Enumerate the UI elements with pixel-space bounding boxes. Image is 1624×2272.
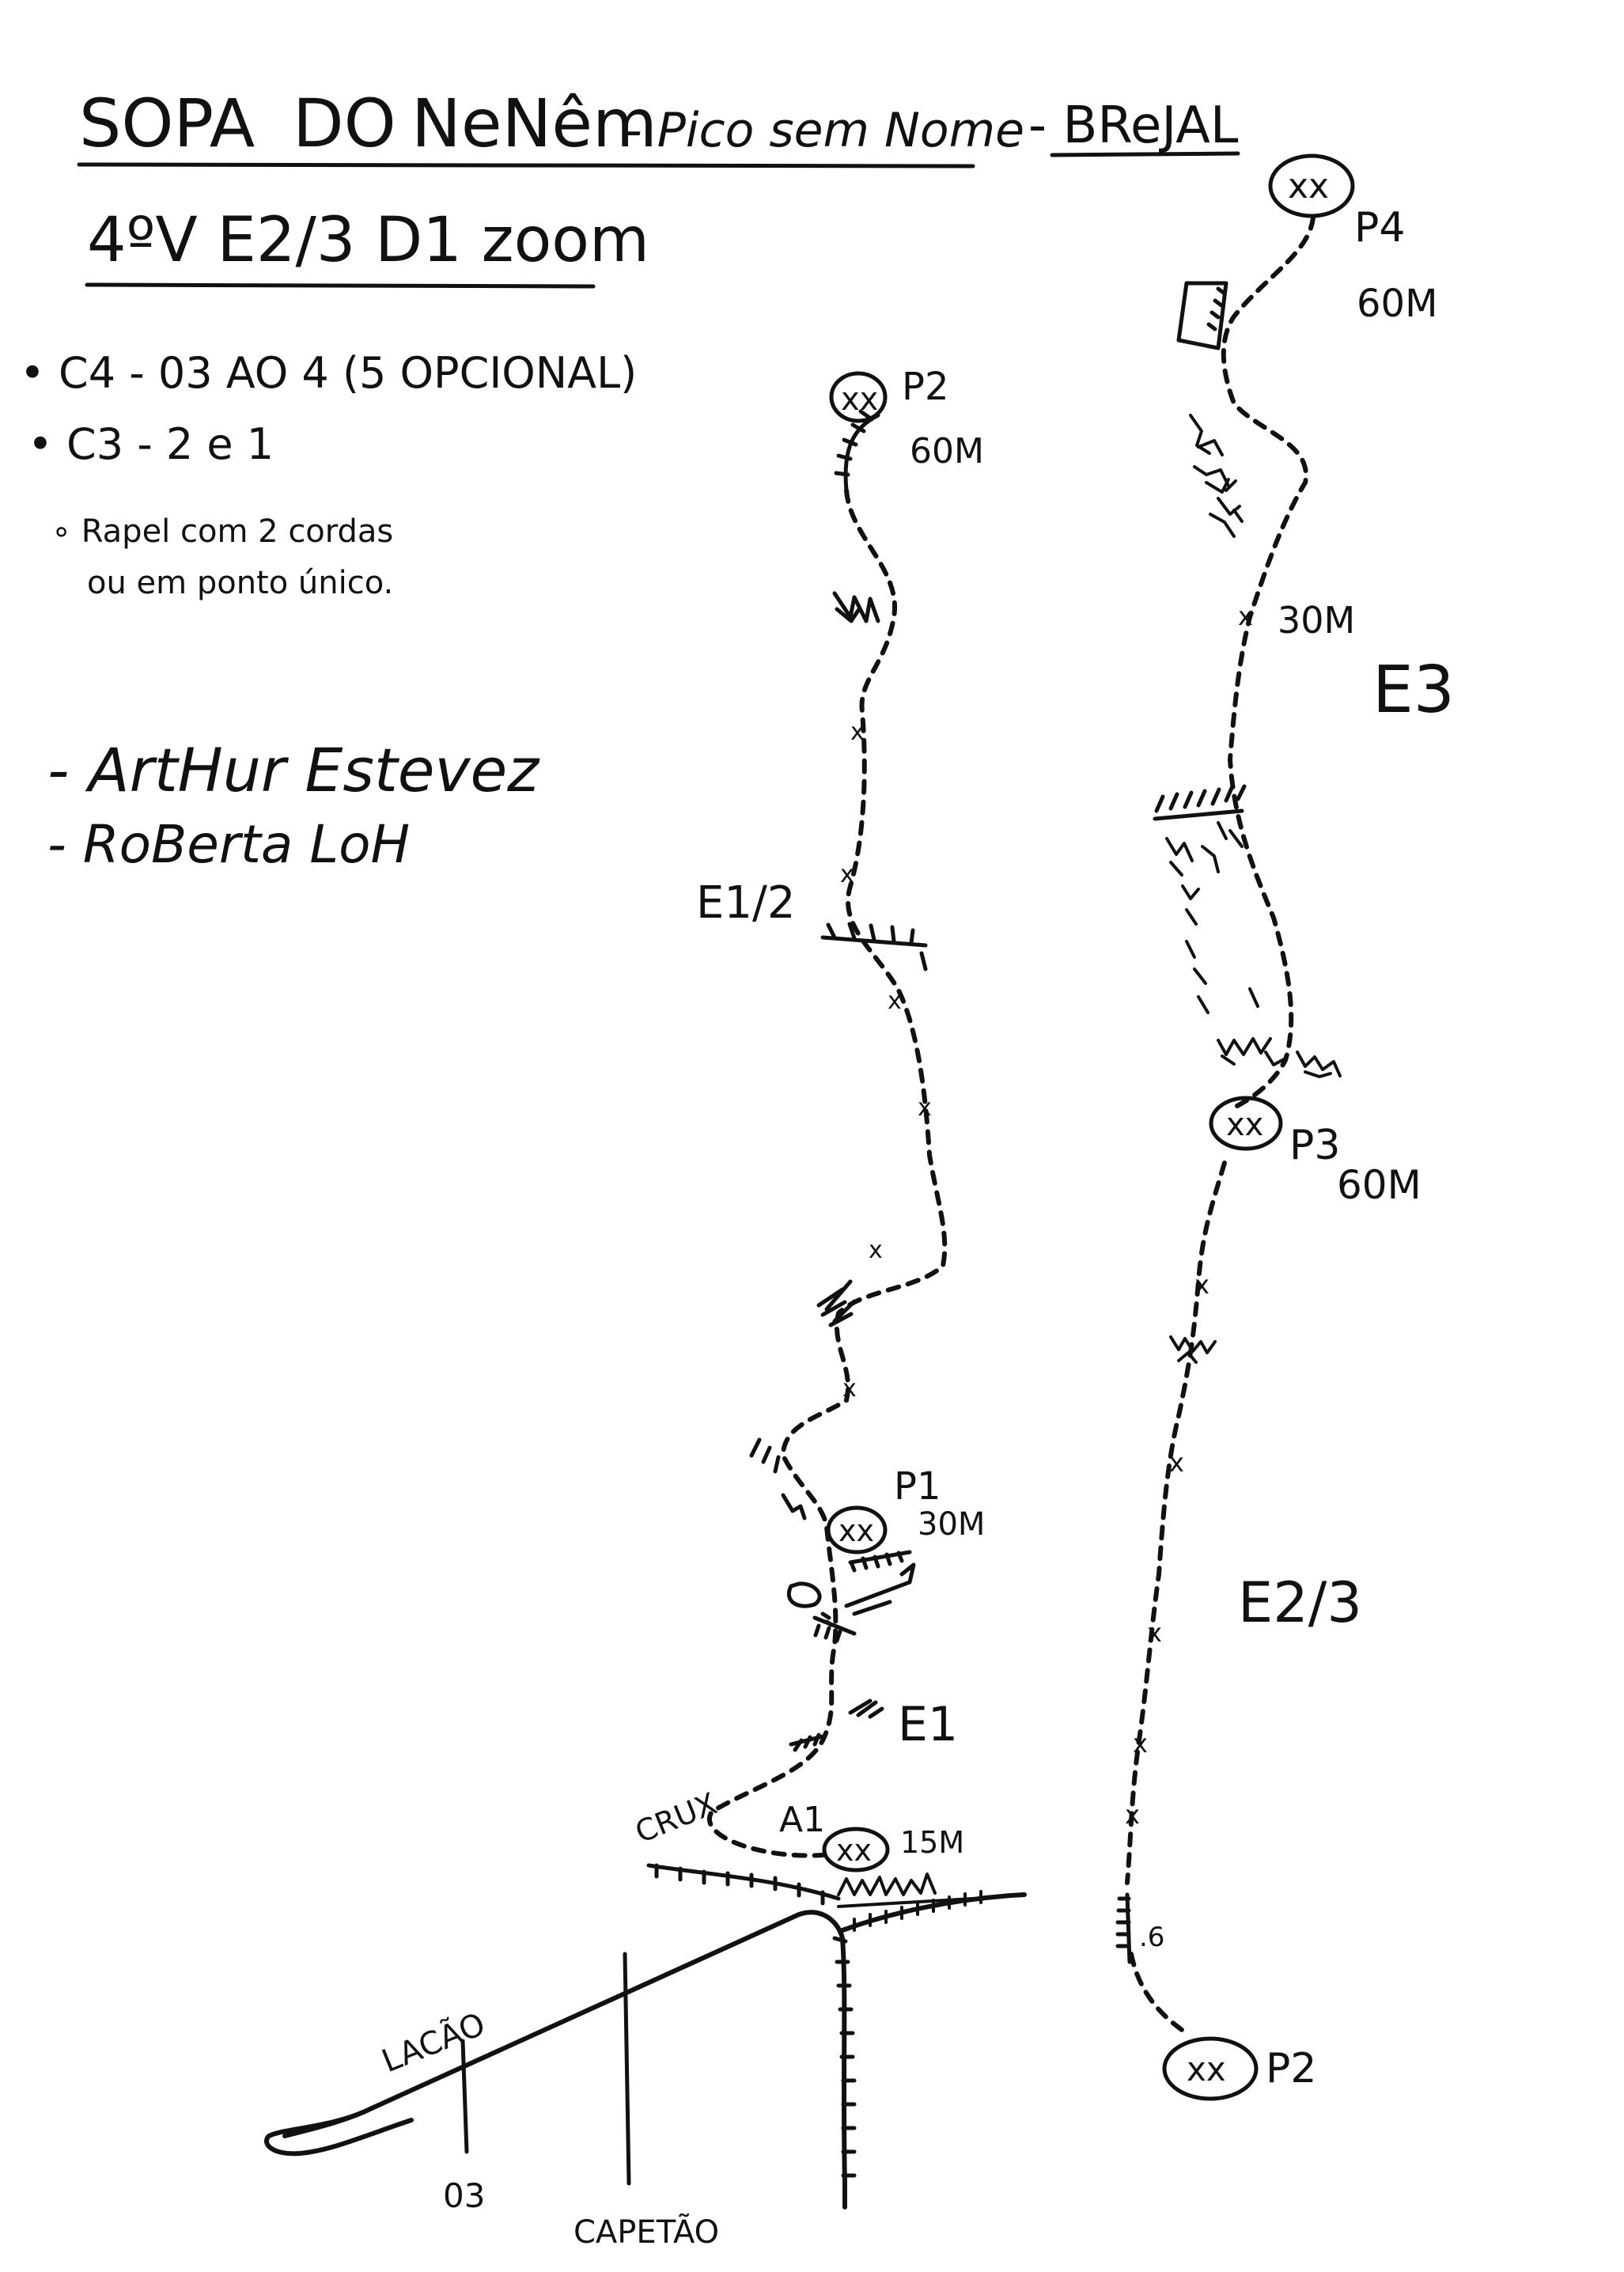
anchor-p2-right-bolts: xx xyxy=(1187,2050,1226,2088)
hold-blob xyxy=(786,1581,822,1608)
trail-capetao xyxy=(623,1952,631,2186)
anchor-p2-right xyxy=(1162,2036,1259,2101)
gear-notes: • C4 - 03 AO 4 (5 OPCIONAL) • C3 - 2 e 1… xyxy=(20,348,637,601)
grade-line: 4ºV E2/3 D1 zoom xyxy=(87,205,649,276)
bolt-right-5: x xyxy=(1133,1729,1148,1759)
title-pico-sem-nome: - Pico sem Nome xyxy=(625,103,1024,158)
trail-03 xyxy=(460,2039,469,2154)
marker-03: 03 xyxy=(443,2176,485,2215)
mid-length: 30M xyxy=(1278,599,1355,642)
vegetation-right-4 xyxy=(1169,1335,1217,1364)
start-length: 15M xyxy=(900,1825,964,1860)
roof-hatch-p1 xyxy=(812,1615,857,1643)
pitch4-length: 60M xyxy=(1357,282,1438,326)
hatch-e1 xyxy=(848,1698,884,1719)
roof-hatch-e3 xyxy=(1153,784,1247,821)
pitch4-label: P4 xyxy=(1354,204,1405,252)
right-route: xx P4 60M x x x x x x 30M E3 xx P3 60M E… xyxy=(1115,153,1455,2101)
pitch1-length: 30M xyxy=(918,1506,985,1543)
grade-e23: E2/3 xyxy=(1238,1570,1362,1635)
terrain-left-tip xyxy=(264,2106,414,2157)
grade-e3: E3 xyxy=(1372,653,1455,728)
lower-hatch-right xyxy=(1115,1892,1132,1964)
marker-capetao: CAPETÃO xyxy=(574,2213,719,2251)
header: SOPA DO NeNêm - Pico sem Nome - BReJAL 4… xyxy=(77,85,1240,289)
ridge-hatch xyxy=(853,1890,982,1932)
title-nenem: NeNêm xyxy=(411,85,657,162)
bolt-right-6: x xyxy=(1125,1800,1140,1830)
base-ledge-hatch xyxy=(646,1863,841,1906)
small-mark: .6 xyxy=(1139,1922,1164,1953)
anchor-p3-bolts: xx xyxy=(1226,1107,1263,1143)
title-sopa: SOPA xyxy=(79,85,255,162)
anchor-start-bolts: xx xyxy=(836,1833,872,1868)
start-label: A1 xyxy=(779,1800,825,1840)
pitch3-label: P3 xyxy=(1289,1122,1340,1169)
anchor-p3 xyxy=(1209,1096,1283,1151)
bolt-right-3: x xyxy=(1169,1448,1184,1478)
bolt-right-1: x xyxy=(1238,601,1253,631)
note-rapel-cont: ou em ponto único. xyxy=(87,565,393,601)
cliff-hatch xyxy=(832,1936,857,2178)
vegetation-right-1 xyxy=(1189,414,1244,538)
pitch2-length: 60M xyxy=(910,431,984,471)
author-2: - RoBerta LoH xyxy=(47,814,410,875)
author-1: - ArtHur Estevez xyxy=(47,735,540,805)
title-brejal: - BReJAL xyxy=(1028,97,1239,155)
grade-e12: E1/2 xyxy=(696,877,796,929)
grade-e1: E1 xyxy=(898,1697,958,1752)
bolt-left-2: x xyxy=(840,861,854,888)
terrain-outline xyxy=(282,1910,847,2210)
note-rapel: ∘ Rapel com 2 cordas xyxy=(51,513,393,550)
anchor-start xyxy=(822,1827,890,1873)
crux-label: CRUX xyxy=(630,1786,722,1850)
hatch-e1-low xyxy=(789,1732,825,1752)
anchor-p2-left xyxy=(829,371,888,423)
left-route: xx P2 60M x x x x x x E1/2 xx P1 30M E1 … xyxy=(630,365,985,1908)
pitch2-label: P2 xyxy=(902,365,948,409)
base-label: P2 xyxy=(1266,2045,1316,2092)
bolt-right-4: x xyxy=(1147,1618,1162,1648)
dihedral-hatch-p2 xyxy=(834,409,880,493)
trail-label-lacao: LACÃO xyxy=(377,2005,490,2080)
hatch-left-low xyxy=(749,1437,807,1520)
pitch3-length: 60M xyxy=(1337,1162,1421,1208)
vegetation-right-3 xyxy=(1217,1037,1342,1078)
authors: - ArtHur Estevez - RoBerta LoH xyxy=(47,735,540,875)
block-p1 xyxy=(820,1562,916,1627)
title-do: DO xyxy=(293,85,396,162)
approach-sketch: LACÃO 03 CAPETÃO xyxy=(264,1890,1027,2251)
bolt-right-2: x xyxy=(1194,1270,1209,1300)
vegetation-left-1 xyxy=(832,591,880,623)
guidebook-icon xyxy=(1176,281,1228,350)
note-c4: • C4 - 03 AO 4 (5 OPCIONAL) xyxy=(20,348,637,398)
anchor-p4-bolts: xx xyxy=(1288,166,1329,206)
title-underline xyxy=(77,151,1240,169)
bolt-left-3: x xyxy=(888,987,902,1015)
roof-hatch-e12 xyxy=(820,922,928,971)
anchor-p1 xyxy=(826,1505,888,1554)
ledge-p1 xyxy=(848,1550,912,1573)
pitch1-label: P1 xyxy=(894,1464,941,1509)
grade-underline xyxy=(85,282,596,289)
bolt-left-5: x xyxy=(869,1236,883,1264)
note-c3: • C3 - 2 e 1 xyxy=(28,419,274,469)
anchor-p1-bolts: xx xyxy=(838,1513,874,1548)
right-route-line xyxy=(1125,215,1315,2035)
left-route-line xyxy=(707,488,948,1858)
bolt-left-6: x xyxy=(842,1375,857,1403)
bolt-left-4: x xyxy=(918,1094,932,1122)
ridge-line xyxy=(840,1892,1027,1933)
hatch-left-mid xyxy=(816,1279,857,1327)
bolt-left-1: x xyxy=(850,718,865,746)
vegetation-right-2 xyxy=(1165,821,1259,1014)
